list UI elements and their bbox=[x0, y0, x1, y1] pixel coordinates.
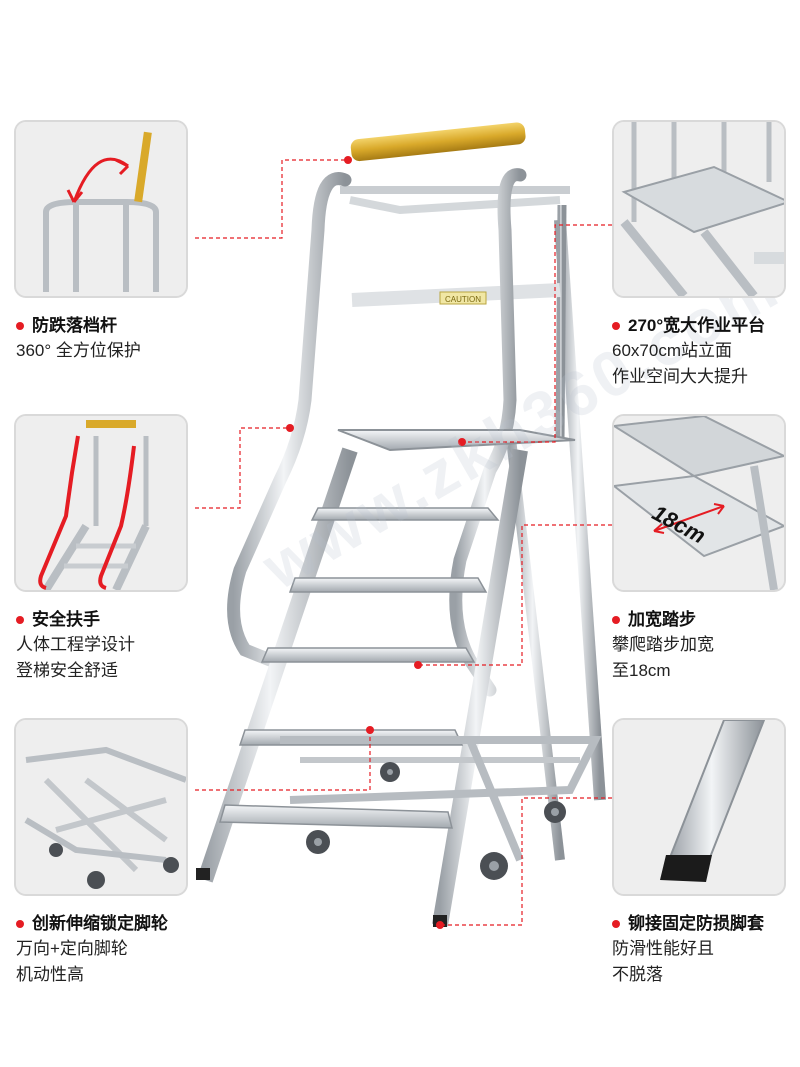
bullet-dot-icon bbox=[16, 616, 24, 624]
feature-line: 防滑性能好且 bbox=[612, 939, 714, 958]
thumb-guard-bar bbox=[14, 120, 188, 298]
feature-line: 至18cm bbox=[612, 661, 671, 680]
bullet-dot-icon bbox=[16, 920, 24, 928]
caution-label: CAUTION bbox=[445, 295, 481, 304]
feature-title: 加宽踏步 bbox=[628, 610, 696, 629]
bullet-dot-icon bbox=[612, 616, 620, 624]
feature-step: 加宽踏步 攀爬踏步加宽 至18cm bbox=[612, 608, 800, 684]
thumb-platform bbox=[612, 120, 786, 298]
bullet-dot-icon bbox=[612, 920, 620, 928]
feature-title: 防跌落档杆 bbox=[32, 316, 117, 335]
feature-line: 作业空间大大提升 bbox=[612, 367, 748, 386]
feature-caster: 创新伸缩锁定脚轮 万向+定向脚轮 机动性高 bbox=[16, 912, 206, 988]
feature-guard-bar: 防跌落档杆 360° 全方位保护 bbox=[16, 314, 206, 364]
feature-line: 360° 全方位保护 bbox=[16, 341, 141, 360]
feature-line: 不脱落 bbox=[612, 965, 663, 984]
feature-line: 60x70cm站立面 bbox=[612, 341, 732, 360]
bullet-dot-icon bbox=[612, 322, 620, 330]
feature-title: 铆接固定防损脚套 bbox=[628, 914, 764, 933]
feature-title: 安全扶手 bbox=[32, 610, 100, 629]
bullet-dot-icon bbox=[16, 322, 24, 330]
thumb-caster bbox=[14, 718, 188, 896]
feature-foot: 铆接固定防损脚套 防滑性能好且 不脱落 bbox=[612, 912, 800, 988]
feature-line: 人体工程学设计 bbox=[16, 635, 135, 654]
feature-line: 机动性高 bbox=[16, 965, 84, 984]
thumb-step bbox=[612, 414, 786, 592]
feature-platform: 270°宽大作业平台 60x70cm站立面 作业空间大大提升 bbox=[612, 314, 800, 390]
thumb-foot bbox=[612, 718, 786, 896]
feature-title: 270°宽大作业平台 bbox=[628, 316, 766, 335]
feature-line: 登梯安全舒适 bbox=[16, 661, 118, 680]
feature-line: 攀爬踏步加宽 bbox=[612, 635, 714, 654]
feature-handrail: 安全扶手 人体工程学设计 登梯安全舒适 bbox=[16, 608, 206, 684]
thumb-handrail bbox=[14, 414, 188, 592]
feature-line: 万向+定向脚轮 bbox=[16, 939, 128, 958]
feature-title: 创新伸缩锁定脚轮 bbox=[32, 914, 168, 933]
